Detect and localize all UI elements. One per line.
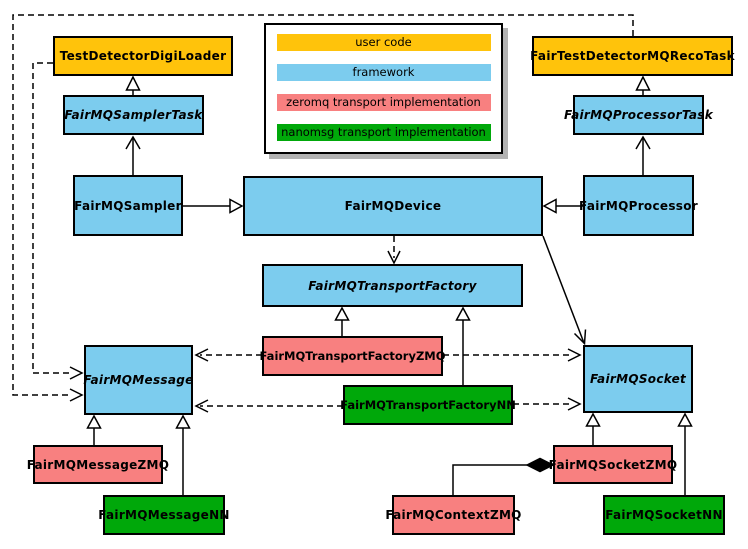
class-box-fairmq-transport-factory-zmq: FairMQTransportFactoryZMQ — [259, 336, 446, 376]
class-label: FairMQTransportFactoryNN — [340, 398, 516, 412]
class-label: FairMQSocketNN — [605, 508, 723, 522]
class-box-fairmq-socket: FairMQSocket — [583, 345, 693, 413]
legend-item-zeromq: zeromq transport implementation — [276, 94, 491, 111]
composition-context-to-socketzmq — [452, 457, 555, 495]
class-box-fairmq-transport-factory-nn: FairMQTransportFactoryNN — [340, 385, 516, 425]
class-label: FairMQMessageNN — [98, 508, 230, 522]
arrow-processor-to-processortask — [635, 135, 651, 175]
inheritance-factoryzmq — [334, 306, 350, 336]
class-label: FairMQDevice — [344, 199, 442, 213]
class-box-fairmq-processor: FairMQProcessor — [579, 175, 698, 236]
class-box-fairmq-message-nn: FairMQMessageNN — [98, 495, 229, 535]
class-label: FairMQMessage — [83, 373, 194, 387]
class-label: FairMQTransportFactory — [308, 278, 477, 293]
legend-item-nanomsg: nanomsg transport implementation — [276, 124, 491, 141]
class-label: FairMQSamplerTask — [64, 108, 203, 122]
class-label: FairMQProcessor — [579, 198, 698, 213]
class-box-fairmq-context-zmq: FairMQContextZMQ — [385, 495, 521, 535]
inheritance-processor-to-device — [542, 198, 583, 214]
dashed-route-recotask-to-message — [12, 14, 634, 402]
class-box-fairmq-sampler: FairMQSampler — [73, 175, 183, 236]
dashed-arrow-factoryzmq-to-message — [194, 348, 262, 362]
legend-item-framework: framework — [276, 64, 491, 81]
inheritance-factorynn — [455, 306, 471, 385]
class-box-fairmq-socket-zmq: FairMQSocketZMQ — [549, 445, 677, 484]
class-label: FairMQSampler — [74, 198, 182, 213]
dashed-arrow-device-to-factory — [387, 236, 401, 265]
dashed-arrow-factorynn-to-socket — [513, 397, 582, 411]
class-label: FairMQContextZMQ — [385, 508, 522, 522]
legend-label: nanomsg transport implementation — [281, 125, 486, 139]
class-label: FairMQProcessorTask — [563, 108, 714, 122]
class-box-fairmq-transport-factory: FairMQTransportFactory — [262, 264, 523, 307]
class-label: FairMQSocket — [589, 372, 687, 386]
class-box-fairmq-processor-task: FairMQProcessorTask — [564, 95, 713, 135]
legend: user code framework zeromq transport imp… — [264, 23, 503, 154]
class-box-fairmq-socket-nn: FairMQSocketNN — [603, 495, 725, 535]
inheritance-messagezmq — [86, 414, 102, 445]
inheritance-socketnn — [677, 412, 693, 495]
legend-label: user code — [355, 35, 412, 49]
class-label: FairMQMessageZMQ — [26, 457, 170, 472]
legend-item-user-code: user code — [276, 34, 491, 51]
dashed-route-digiloader-to-message — [32, 62, 84, 380]
inheritance-recotask — [635, 75, 651, 95]
arrow-device-to-socket — [542, 235, 587, 346]
class-box-fairmq-device: FairMQDevice — [243, 176, 543, 236]
class-label: FairMQSocketZMQ — [548, 457, 678, 472]
inheritance-sampler-to-device — [183, 198, 244, 214]
inheritance-messagenn — [175, 414, 191, 495]
legend-label: framework — [352, 65, 415, 79]
class-box-fair-test-detector-mq-reco-task: FairTestDetectorMQRecoTask — [530, 36, 735, 76]
arrow-sampler-to-samplertask — [125, 135, 141, 175]
class-box-fairmq-message: FairMQMessage — [83, 345, 194, 415]
dashed-arrow-factorynn-to-message — [194, 399, 343, 413]
class-box-fairmq-sampler-task: FairMQSamplerTask — [63, 95, 204, 135]
inheritance-digiloader — [125, 75, 141, 95]
class-label: FairTestDetectorMQRecoTask — [530, 49, 735, 63]
dashed-arrow-factoryzmq-to-socket — [443, 348, 582, 362]
inheritance-socketzmq — [585, 412, 601, 445]
legend-label: zeromq transport implementation — [286, 95, 481, 109]
class-label: FairMQTransportFactoryZMQ — [259, 349, 446, 363]
class-box-test-detector-digi-loader: TestDetectorDigiLoader — [53, 36, 233, 76]
class-box-fairmq-message-zmq: FairMQMessageZMQ — [27, 445, 169, 484]
class-label: TestDetectorDigiLoader — [59, 49, 227, 63]
